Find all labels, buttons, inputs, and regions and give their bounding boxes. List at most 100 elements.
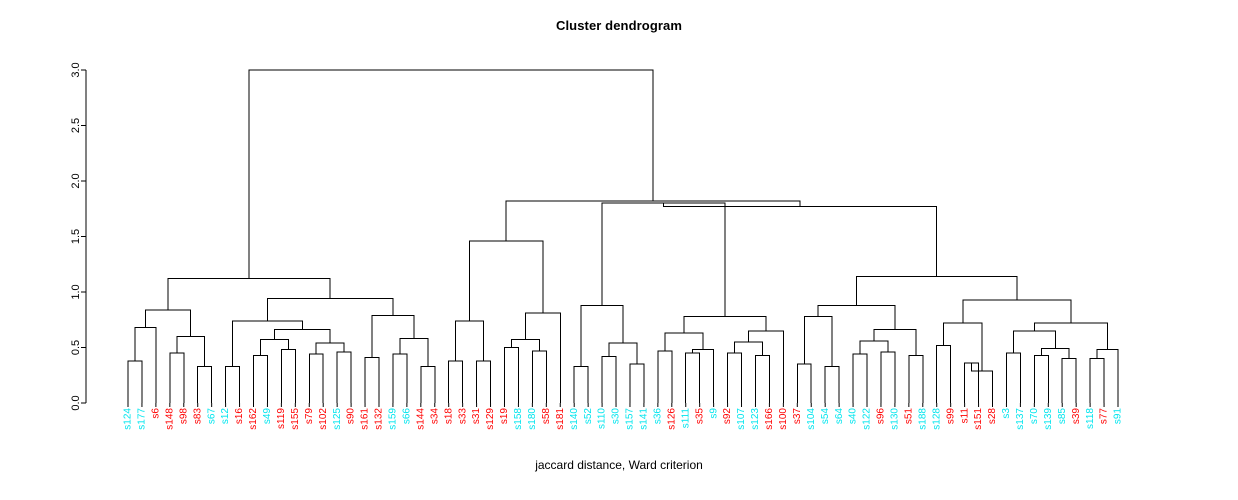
leaf-label: s77 — [1099, 408, 1110, 425]
dendrogram-branch — [962, 299, 1072, 324]
y-axis-tick-label: 2.5 — [70, 118, 82, 133]
leaf-label: s30 — [611, 408, 622, 425]
leaf-label: s67 — [206, 408, 217, 425]
leaf-label: s100 — [778, 408, 789, 430]
leaf-label: s19 — [499, 408, 510, 425]
leaf-label: s148 — [164, 408, 175, 430]
leaf-label: s161 — [360, 408, 371, 430]
dendrogram-branch — [134, 327, 157, 403]
dendrogram-branch — [1096, 349, 1119, 403]
dendrogram-branch — [510, 339, 540, 351]
dendrogram-branch — [273, 329, 331, 344]
leaf-label: s141 — [639, 408, 650, 430]
leaf-label: s157 — [625, 408, 636, 430]
leaf-label: s177 — [137, 408, 148, 430]
leaf-label: s11 — [959, 408, 970, 424]
leaf-label: s129 — [485, 408, 496, 430]
leaf-label: s111 — [680, 408, 691, 429]
leaf-label: s40 — [848, 408, 859, 425]
leaf-label: s35 — [694, 408, 705, 425]
dendrogram-branch — [420, 365, 436, 403]
dendrogram-branch — [657, 350, 673, 403]
dendrogram-branch — [248, 69, 654, 279]
y-axis: 0.00.51.01.52.02.53.0 — [70, 62, 87, 411]
dendrogram-branch — [936, 344, 952, 403]
dendrogram-branch — [197, 365, 213, 403]
leaf-label: s180 — [527, 408, 538, 430]
dendrogram-branches — [127, 69, 1119, 403]
dendrogram-branch — [663, 203, 938, 277]
dendrogram-branch — [371, 314, 415, 358]
dendrogram-branch — [601, 202, 726, 317]
dendrogram-branch — [608, 342, 638, 365]
leaf-label: s34 — [429, 408, 440, 425]
y-axis-tick-label: 0.5 — [70, 340, 82, 355]
leaf-label: s188 — [917, 408, 928, 430]
leaf-label: s36 — [652, 408, 663, 425]
y-axis-tick-label: 1.5 — [70, 229, 82, 244]
y-axis-tick-label: 1.0 — [70, 284, 82, 299]
leaf-label: s91 — [1113, 408, 1124, 425]
leaf-label: s132 — [374, 408, 385, 430]
dendrogram-branch — [685, 352, 701, 403]
leaf-label: s31 — [471, 408, 482, 425]
leaf-label: s139 — [1043, 408, 1054, 430]
dendrogram-branch — [824, 365, 840, 403]
dendrogram-branch — [1089, 358, 1105, 403]
leaf-label: s123 — [750, 408, 761, 430]
dendrogram-branch — [503, 347, 519, 403]
leaf-label: s130 — [890, 408, 901, 430]
dendrogram-branch — [280, 349, 296, 403]
dendrogram-branch — [169, 352, 185, 403]
dendrogram-branch — [176, 335, 206, 367]
leaf-label: s37 — [792, 408, 803, 425]
dendrogram-branch — [448, 360, 464, 403]
leaf-label: s155 — [290, 408, 301, 430]
leaf-label: s51 — [903, 408, 914, 425]
leaf-label: s96 — [876, 408, 887, 425]
leaf-label: s104 — [806, 408, 817, 430]
dendrogram-branch — [880, 351, 896, 403]
dendrogram-branch — [943, 322, 983, 371]
dendrogram-branch — [364, 356, 380, 403]
leaf-label: s90 — [346, 408, 357, 425]
leaf-label: s166 — [764, 408, 775, 430]
leaf-label: s158 — [513, 408, 524, 430]
leaf-label: s159 — [388, 408, 399, 430]
dendrogram-branch — [315, 342, 345, 355]
leaf-label: s92 — [722, 408, 733, 425]
dendrogram-branch — [1012, 330, 1056, 354]
dendrogram-branch — [392, 353, 408, 403]
page-title: Cluster dendrogram — [555, 18, 683, 33]
dendrogram-branch — [167, 278, 331, 310]
leaf-label: s58 — [541, 408, 552, 425]
leaf-label: s70 — [1029, 408, 1040, 425]
dendrogram-branch — [692, 349, 715, 403]
dendrogram-branch — [524, 312, 561, 403]
leaf-label: s110 — [597, 408, 608, 429]
dendrogram-branch — [852, 353, 868, 403]
dendrogram-branch — [259, 339, 289, 356]
leaf-label: s140 — [569, 408, 580, 430]
leaf-label: s124 — [123, 408, 134, 430]
leaf-tick-marks — [127, 403, 1119, 407]
dendrogram-branch — [754, 354, 770, 403]
leaf-label: s128 — [931, 408, 942, 430]
leaf-label: s126 — [666, 408, 677, 430]
leaf-label: s118 — [1085, 408, 1096, 429]
leaf-label: s18 — [443, 408, 454, 425]
x-axis-caption: jaccard distance, Ward criterion — [535, 458, 703, 472]
y-axis-tick-label: 0.0 — [70, 395, 82, 410]
dendrogram-branch — [476, 360, 492, 403]
dendrogram-branch — [803, 315, 833, 367]
leaf-label: s151 — [973, 408, 984, 430]
leaf-label: s33 — [457, 408, 468, 425]
leaf-label: s66 — [402, 408, 413, 425]
leaf-label: s83 — [192, 408, 203, 425]
leaf-label: s49 — [262, 408, 273, 425]
dendrogram-branch — [469, 240, 544, 321]
leaf-label: s3 — [1001, 408, 1012, 419]
leaf-label: s64 — [834, 408, 845, 425]
